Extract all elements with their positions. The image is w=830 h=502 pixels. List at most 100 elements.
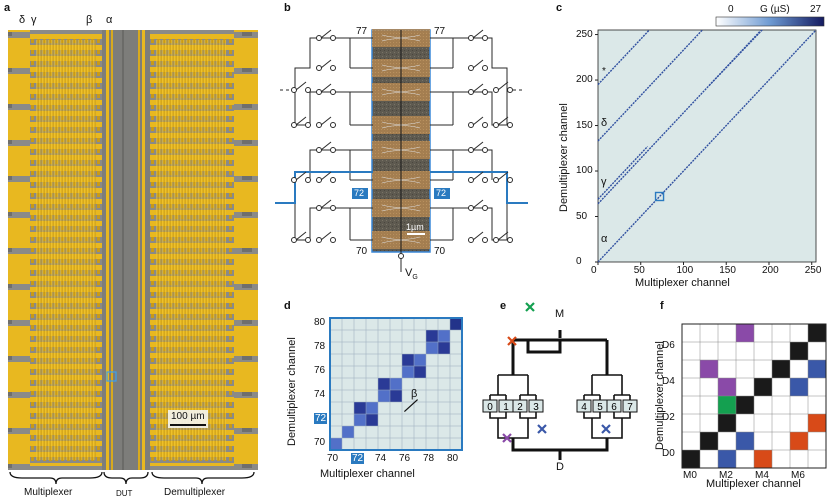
- switch-blade: [472, 83, 484, 93]
- switch-contact: [330, 177, 336, 183]
- xlabel-d: Multiplexer channel: [320, 468, 415, 480]
- conductance-diagonal: [597, 29, 703, 142]
- grid-cell: [736, 396, 754, 414]
- channel-70-right: 70: [434, 246, 446, 257]
- switch-blade: [472, 116, 484, 126]
- switch-contact: [330, 122, 336, 128]
- switch-blade: [497, 116, 509, 126]
- switch-blade: [320, 59, 332, 69]
- switch-contact: [316, 35, 322, 41]
- switch-blade: [320, 199, 332, 209]
- y-tick-label: D0: [662, 448, 675, 459]
- grid-cell: [808, 324, 826, 342]
- switch-blade: [472, 199, 484, 209]
- switch-contact: [493, 237, 499, 243]
- switch-contact: [482, 147, 488, 153]
- switch-contact: [482, 177, 488, 183]
- grid-cell: [790, 342, 808, 360]
- grid-cell: [718, 396, 736, 414]
- switch-contact: [305, 122, 311, 128]
- mux-path-highlight: [275, 171, 373, 204]
- brace-multiplexer: [9, 471, 103, 485]
- switch-box: [528, 399, 544, 413]
- switch-contact: [507, 87, 513, 93]
- switch-box-label: 2: [517, 402, 523, 413]
- switch-box-label: 7: [627, 402, 633, 413]
- x-tick-label: 74: [375, 453, 387, 464]
- switch-blade: [295, 116, 307, 126]
- annotation-beta: β: [411, 388, 418, 400]
- grid-cell: [700, 432, 718, 450]
- switch-contact: [291, 122, 297, 128]
- switch-contact: [316, 65, 322, 71]
- channel-72-right: 72: [436, 188, 447, 198]
- switch-contact: [305, 87, 311, 93]
- grid-f: [681, 323, 827, 469]
- heatmap-cell: [414, 366, 426, 378]
- switch-contact: [468, 237, 474, 243]
- plot-frame-d: [329, 317, 463, 451]
- switch-contact: [468, 35, 474, 41]
- y-tick-label: 0: [576, 256, 582, 267]
- y-tick-label: 150: [576, 119, 593, 131]
- grid-cell: [754, 378, 772, 396]
- x-tick-label: 0: [591, 265, 597, 276]
- switch-blade: [497, 81, 509, 91]
- switch-blade: [320, 29, 332, 39]
- y-tick-label: 70: [314, 437, 326, 448]
- marker-delta: δ: [601, 117, 608, 129]
- panel-label-e: e: [500, 300, 507, 312]
- greek-gamma: γ: [31, 14, 37, 26]
- heatmap-cell: [426, 330, 438, 342]
- xlabel-c: Multiplexer channel: [635, 277, 730, 289]
- greek-delta: δ: [19, 14, 26, 26]
- switch-blade: [320, 116, 332, 126]
- label-d: D: [556, 461, 564, 473]
- y-tick-label: 76: [314, 365, 326, 376]
- heatmap-cell: [414, 354, 426, 366]
- x-tick-label: 50: [633, 265, 645, 276]
- y-tick-label: 72: [314, 413, 328, 424]
- channel-77-right: 77: [434, 26, 446, 37]
- switch-contact: [291, 177, 297, 183]
- switch-contact: [493, 177, 499, 183]
- grid-cell: [718, 450, 736, 468]
- label-demultiplexer: Demultiplexer: [164, 487, 226, 498]
- switch-contact: [316, 205, 322, 211]
- xlabel-f: Multiplexer channel: [706, 478, 801, 490]
- conductance-diagonal: [597, 145, 649, 200]
- heatmap-d: [329, 317, 463, 451]
- x-tick-label: 72: [351, 453, 365, 464]
- beta-arrow: [403, 399, 419, 413]
- grid-cell: [682, 450, 700, 468]
- grid-cell: [700, 360, 718, 378]
- switch-contact: [291, 87, 297, 93]
- switch-blade: [472, 59, 484, 69]
- heatmap-cell: [378, 390, 390, 402]
- conductance-diagonal: [597, 29, 650, 86]
- y-tick-label: D6: [662, 340, 675, 351]
- panel-label-d: d: [284, 300, 291, 312]
- grid-cell: [808, 414, 826, 432]
- conductance-diagonal: [708, 29, 763, 86]
- heatmap-cell: [354, 414, 366, 426]
- label-dut: DUT: [116, 489, 133, 498]
- x-tick-label: M0: [683, 470, 697, 481]
- grid-cell: [754, 450, 772, 468]
- y-tick-label: 50: [576, 210, 588, 222]
- switch-blade: [320, 231, 332, 241]
- switch-blade: [472, 141, 484, 151]
- label-multiplexer: Multiplexer: [24, 487, 73, 498]
- grid-cell: [790, 432, 808, 450]
- switch-box: [482, 399, 498, 413]
- circuit-b: [275, 29, 528, 272]
- micrograph-a: [8, 30, 258, 485]
- switch-box-label: 1: [503, 402, 509, 413]
- switch-contact: [493, 87, 499, 93]
- channel-72-left: 72: [354, 188, 365, 198]
- panel-label-c: c: [556, 2, 563, 14]
- panel-label-b: b: [284, 2, 291, 14]
- heatmap-cell: [330, 438, 342, 450]
- conductance-diagonal: [597, 29, 817, 263]
- colorbar-max: 27: [810, 4, 822, 15]
